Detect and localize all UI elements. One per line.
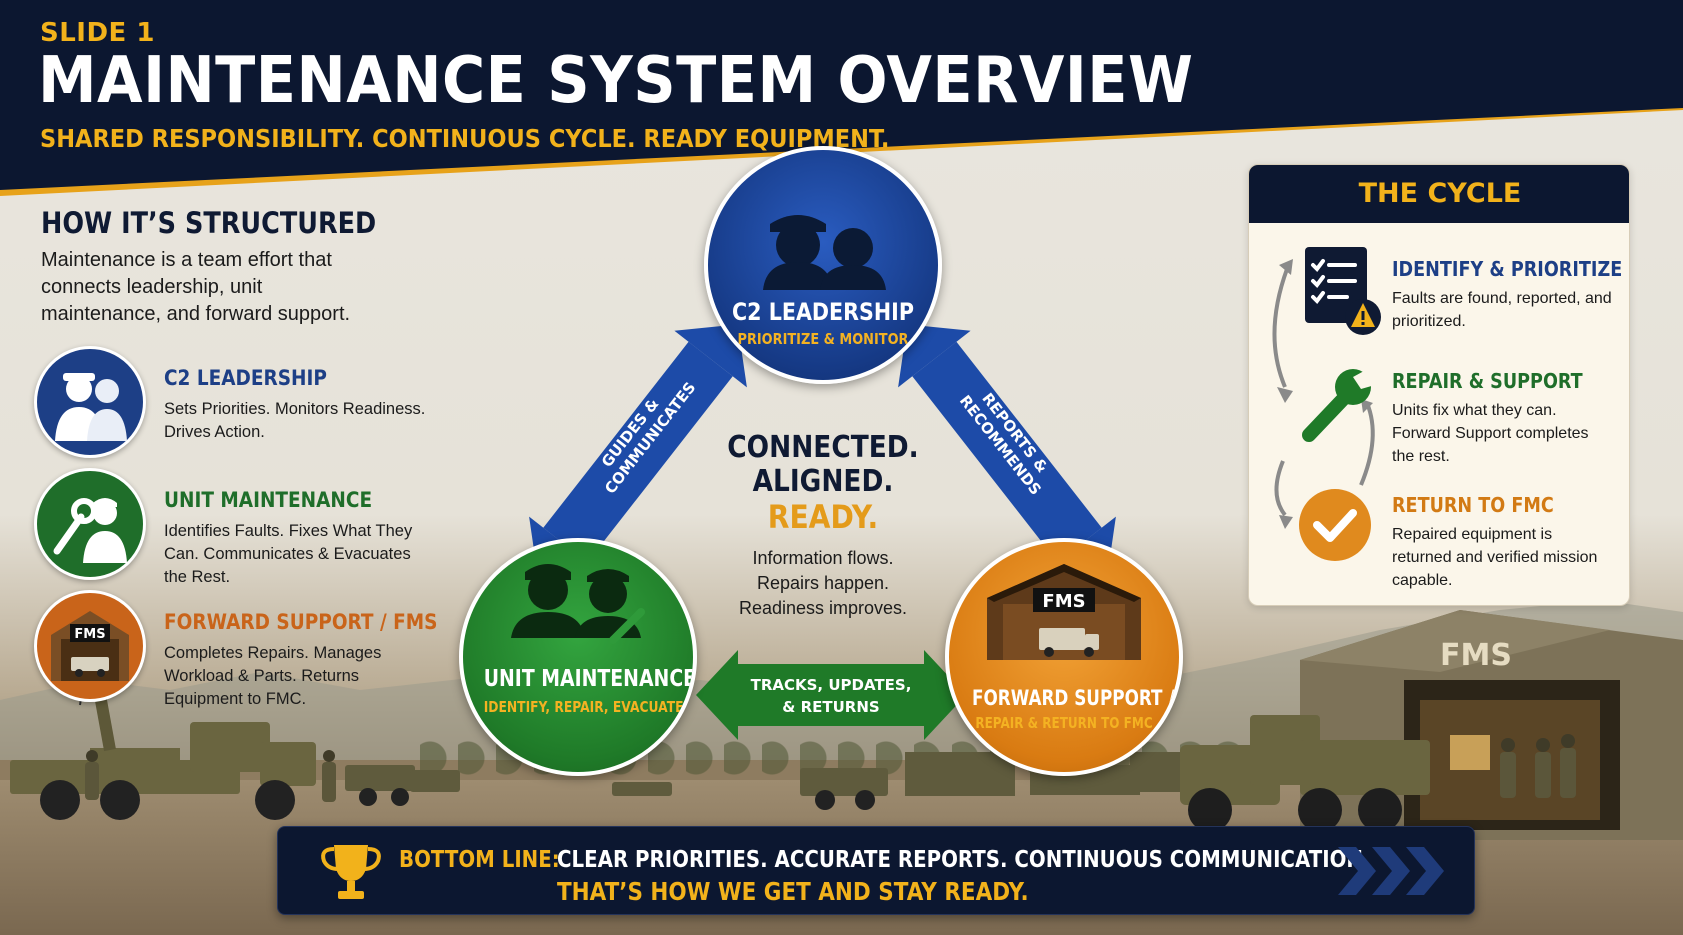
center-aligned: ALIGNED.: [752, 464, 894, 499]
role-title: C2 LEADERSHIP: [164, 366, 327, 390]
checklist-warning-icon: [1305, 247, 1381, 335]
node-subtitle: PRIORITIZE & MONITOR: [737, 330, 909, 348]
bottom-line-text-2: THAT’S HOW WE GET AND STAY READY.: [557, 877, 1029, 906]
trophy-icon: [321, 845, 381, 899]
node-title: C2 LEADERSHIP: [732, 298, 914, 326]
center-flow-1: Information flows.: [752, 548, 894, 568]
leadership-icon: [763, 215, 886, 290]
chevrons-icon: [1338, 847, 1444, 895]
page-title: MAINTENANCE SYSTEM OVERVIEW: [38, 44, 1194, 118]
checkmark-icon: [1299, 489, 1371, 561]
wrench-icon: [1302, 365, 1375, 442]
cycle-step-return: RETURN TO FMC Repaired equipment is retu…: [1249, 489, 1629, 603]
node-subtitle: IDENTIFY, REPAIR, EVACUATE: [483, 698, 684, 716]
fms-garage-icon: FMS: [34, 590, 146, 702]
step-description: Repaired equipment is returned and verif…: [1392, 526, 1598, 589]
node-forward-support: FMS FORWARD SUPPORT / FMS REPAIR & RETUR…: [945, 538, 1183, 776]
mechanic-wrench-icon: [34, 468, 146, 580]
fms-building-sign: FMS: [1440, 638, 1512, 673]
step-title: IDENTIFY & PRIORITIZE: [1392, 257, 1623, 281]
center-flow-2: Repairs happen.: [756, 573, 890, 593]
structure-intro: Maintenance is a team effort that connec…: [41, 249, 351, 325]
structure-heading: HOW IT’S STRUCTURED: [41, 206, 377, 240]
cycle-panel: THE CYCLE IDENTIFY & PRIORITIZE Faults a…: [1248, 164, 1630, 606]
role-unit-maintenance: UNIT MAINTENANCE Identifies Faults. Fixe…: [34, 468, 454, 586]
node-subtitle: REPAIR & RETURN TO FMC: [975, 714, 1153, 732]
slide-label: SLIDE 1: [40, 18, 155, 48]
node-title: FORWARD SUPPORT / FMS: [972, 686, 1179, 710]
node-title: UNIT MAINTENANCE: [483, 666, 697, 692]
role-title: UNIT MAINTENANCE: [164, 488, 373, 512]
tracks-updates-returns-arrow: [696, 650, 966, 740]
role-description: Completes Repairs. Manages Workload & Pa…: [164, 644, 382, 708]
bottom-line-label: BOTTOM LINE:: [399, 847, 560, 873]
cycle-step-repair: REPAIR & SUPPORT Units fix what they can…: [1249, 365, 1629, 479]
role-forward-support: FMS FORWARD SUPPORT / FMS Completes Repa…: [34, 590, 454, 708]
cycle-step-identify: IDENTIFY & PRIORITIZE Faults are found, …: [1249, 247, 1629, 367]
arrow-label-bottom-1: TRACKS, UPDATES,: [750, 676, 912, 694]
cycle-arrows: [1272, 259, 1375, 529]
fms-garage-icon: FMS: [987, 564, 1141, 660]
fms-sign: FMS: [1042, 591, 1085, 612]
center-ready: READY.: [767, 498, 879, 536]
svg-text:FMS: FMS: [74, 627, 105, 642]
cycle-heading: THE CYCLE: [1249, 165, 1629, 223]
role-description: Sets Priorities. Monitors Readiness. Dri…: [164, 400, 426, 441]
page-tagline: SHARED RESPONSIBILITY. CONTINUOUS CYCLE.…: [40, 124, 890, 153]
role-c2-leadership: C2 LEADERSHIP Sets Priorities. Monitors …: [34, 346, 454, 458]
center-connected: CONNECTED.: [727, 430, 919, 465]
step-description: Units fix what they can. Forward Support…: [1392, 402, 1589, 465]
center-flow-3: Readiness improves.: [738, 598, 908, 618]
role-description: Identifies Faults. Fixes What They Can. …: [164, 522, 413, 586]
step-title: REPAIR & SUPPORT: [1392, 369, 1583, 393]
node-c2-leadership: C2 LEADERSHIP PRIORITIZE & MONITOR: [704, 146, 942, 384]
bottom-line-banner: BOTTOM LINE: CLEAR PRIORITIES. ACCURATE …: [277, 826, 1475, 915]
bottom-line-text-1: CLEAR PRIORITIES. ACCURATE REPORTS. CONT…: [557, 847, 1371, 873]
mechanic-wrench-icon: [511, 564, 645, 644]
step-description: Faults are found, reported, and prioriti…: [1392, 290, 1612, 330]
step-title: RETURN TO FMC: [1392, 493, 1554, 517]
role-title: FORWARD SUPPORT / FMS: [164, 610, 438, 634]
arrow-label-bottom-2: & RETURNS: [782, 698, 880, 716]
leadership-icon: [34, 346, 146, 458]
node-unit-maintenance: UNIT MAINTENANCE IDENTIFY, REPAIR, EVACU…: [459, 538, 697, 776]
